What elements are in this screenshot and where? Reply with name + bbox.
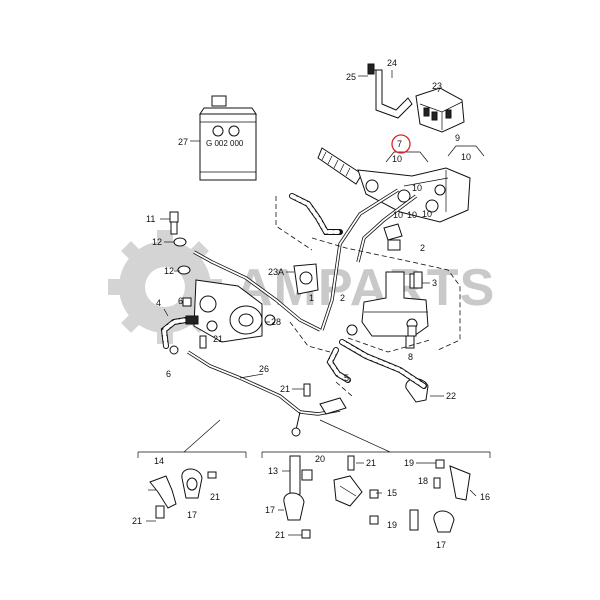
detail-bolt-19	[369, 489, 379, 499]
callout-18: 18	[418, 476, 428, 486]
detail-bolt-21d	[409, 509, 419, 531]
power-steering-pump	[185, 279, 276, 343]
callout-21f: 21	[275, 530, 285, 540]
callout-bracket-7	[385, 151, 429, 163]
callout-6b: 6	[166, 369, 171, 379]
highlight-circle	[391, 134, 411, 154]
detail-bracket-13	[289, 455, 313, 499]
callout-21e: 21	[366, 458, 376, 468]
callout-19a: 19	[387, 520, 397, 530]
callout-12a: 12	[152, 237, 162, 247]
washer-12a	[173, 237, 187, 247]
callout-10c: 10	[412, 183, 422, 193]
bolt-11	[169, 211, 179, 235]
detail-nut-19	[435, 459, 445, 469]
callout-10f: 10	[422, 209, 432, 219]
callout-17a: 17	[187, 510, 197, 520]
bolt-21a	[199, 335, 207, 349]
callout-26: 26	[259, 364, 269, 374]
callout-12b: 12	[164, 266, 174, 276]
callout-3: 3	[432, 278, 437, 288]
detail-clamp-15	[333, 475, 363, 507]
oil-can-part-code: G 002 000	[206, 139, 244, 148]
detail-bracket-16	[449, 465, 471, 501]
callout-28: 28	[271, 317, 281, 327]
bolt-6b	[169, 345, 179, 355]
detail-clamp-17b	[283, 492, 305, 521]
callout-labels: 27 25 24 23 7 9 10 10 10 10 10 10 11 12 …	[132, 58, 490, 550]
bolt-8	[405, 335, 415, 349]
callout-22: 22	[446, 391, 456, 401]
callout-14: 14	[154, 456, 164, 466]
callout-6a: 6	[178, 296, 183, 306]
callout-11: 11	[146, 214, 155, 224]
bolt-6a	[182, 297, 192, 307]
bolt-21b	[303, 383, 311, 397]
callout-19b: 19	[404, 458, 414, 468]
callout-21c: 21	[210, 492, 220, 502]
leader-lines	[146, 218, 477, 536]
callout-10e: 10	[407, 210, 417, 220]
bolt-3	[413, 271, 423, 289]
callout-24: 24	[387, 58, 397, 68]
callout-21b: 21	[280, 384, 290, 394]
detail-nut-21	[207, 471, 217, 479]
bracket-24	[367, 63, 413, 119]
callout-21d: 21	[132, 516, 142, 526]
callout-2a: 2	[340, 293, 345, 303]
detail-bolt-21c	[347, 455, 355, 471]
reservoir-cap	[383, 223, 403, 251]
callout-1: 1	[309, 293, 314, 303]
detail-bolt-18	[433, 477, 441, 489]
detail-clamp-17a	[181, 468, 203, 499]
callout-16: 16	[480, 492, 490, 502]
detail-nut-21b	[369, 515, 379, 525]
callout-23a: 23A	[268, 267, 284, 277]
callout-2b: 2	[420, 243, 425, 253]
detail-bolt-21	[155, 505, 165, 519]
callout-20: 20	[315, 454, 325, 464]
callout-4: 4	[156, 298, 161, 308]
detail-nut-21c	[301, 529, 311, 539]
callout-27: 27	[178, 137, 188, 147]
callout-15: 15	[387, 488, 397, 498]
callout-25: 25	[346, 72, 356, 82]
callout-5: 5	[344, 373, 349, 383]
callout-10b: 10	[461, 152, 471, 162]
callout-23: 23	[432, 81, 442, 91]
steering-rack	[317, 147, 471, 223]
callout-10d: 10	[393, 210, 403, 220]
washer-12b	[177, 265, 191, 275]
callout-21a: 21	[213, 334, 223, 344]
callout-10a: 10	[392, 154, 402, 164]
callout-17b: 17	[265, 505, 275, 515]
hydraulic-oil-can: G 002 000	[199, 95, 257, 181]
detail-clamp-17c	[433, 510, 455, 533]
clamp-23a	[293, 263, 319, 295]
callout-bracket-9	[447, 145, 485, 157]
callout-7: 7	[397, 139, 402, 149]
callout-9: 9	[455, 133, 460, 143]
detail-bracket-14	[149, 475, 177, 509]
callout-13: 13	[268, 466, 278, 476]
callout-8: 8	[408, 352, 413, 362]
callout-17c: 17	[436, 540, 446, 550]
relay-23	[415, 87, 465, 133]
